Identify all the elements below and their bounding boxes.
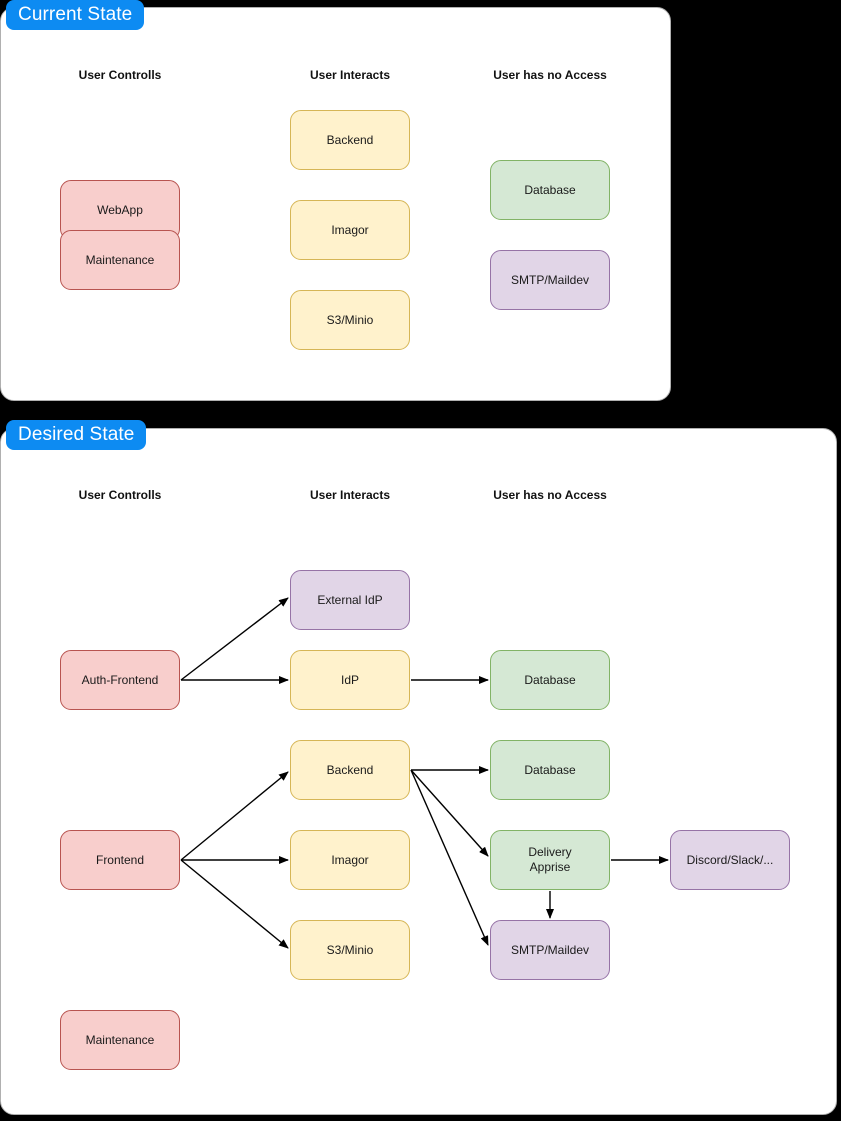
node-imagor-desired[interactable]: Imagor <box>290 830 410 890</box>
node-database-current[interactable]: Database <box>490 160 610 220</box>
node-maintenance-desired[interactable]: Maintenance <box>60 1010 180 1070</box>
section-badge-current-state: Current State <box>6 0 145 30</box>
node-backend-desired[interactable]: Backend <box>290 740 410 800</box>
column-header-user-interacts-current: User Interacts <box>309 68 391 82</box>
section-badge-desired-state: Desired State <box>6 420 147 450</box>
node-external-idp[interactable]: External IdP <box>290 570 410 630</box>
node-smtp-maildev-desired[interactable]: SMTP/Maildev <box>490 920 610 980</box>
node-database-idp[interactable]: Database <box>490 650 610 710</box>
column-header-user-no-access-current: User has no Access <box>493 68 607 82</box>
column-header-user-interacts-desired: User Interacts <box>309 488 391 502</box>
node-backend-current[interactable]: Backend <box>290 110 410 170</box>
node-maintenance-current[interactable]: Maintenance <box>60 230 180 290</box>
column-header-user-controls-current: User Controlls <box>78 68 162 82</box>
node-s3minio-desired[interactable]: S3/Minio <box>290 920 410 980</box>
node-discord-slack[interactable]: Discord/Slack/... <box>670 830 790 890</box>
node-s3minio-current[interactable]: S3/Minio <box>290 290 410 350</box>
node-smtp-maildev-current[interactable]: SMTP/Maildev <box>490 250 610 310</box>
node-idp[interactable]: IdP <box>290 650 410 710</box>
node-auth-frontend[interactable]: Auth-Frontend <box>60 650 180 710</box>
node-frontend[interactable]: Frontend <box>60 830 180 890</box>
node-delivery-apprise[interactable]: Delivery Apprise <box>490 830 610 890</box>
node-imagor-current[interactable]: Imagor <box>290 200 410 260</box>
node-database-backend[interactable]: Database <box>490 740 610 800</box>
column-header-user-no-access-desired: User has no Access <box>493 488 607 502</box>
column-header-user-controls-desired: User Controlls <box>78 488 162 502</box>
